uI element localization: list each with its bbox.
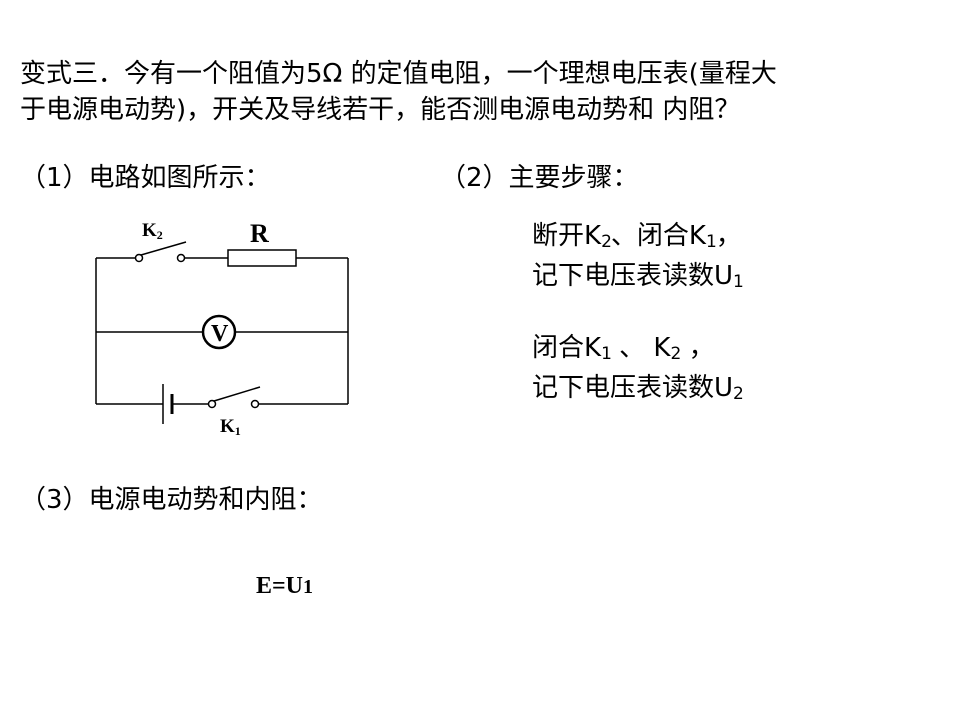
formula: E=U1 bbox=[256, 568, 313, 605]
battery bbox=[162, 384, 174, 424]
resistor-label: R bbox=[250, 219, 269, 248]
voltmeter-label: V bbox=[211, 321, 229, 347]
step1-line-a: 断开K2、闭合K1， bbox=[532, 218, 742, 260]
step2-a-pre: 闭合K bbox=[532, 333, 602, 363]
formula-pre: E=U bbox=[256, 573, 304, 599]
step1-a-sub2: 1 bbox=[705, 232, 717, 252]
k2-label: K2 bbox=[142, 220, 163, 242]
switch-k1 bbox=[207, 386, 261, 409]
step2-b-pre: 记下电压表读数U bbox=[532, 373, 734, 403]
resistor bbox=[227, 249, 297, 267]
step1-a-post: ， bbox=[715, 221, 742, 251]
step1-b-sub: 1 bbox=[733, 272, 744, 292]
part3-label: （3）电源电动势和内阻： bbox=[20, 485, 323, 515]
step2-line-a: 闭合K1 、 K2 ， bbox=[532, 330, 715, 372]
step2-a-sub: 1 bbox=[601, 344, 612, 364]
step1-a-mid: 、闭合K bbox=[610, 221, 706, 251]
k1-label: K1 bbox=[220, 416, 241, 438]
step1-line-b: 记下电压表读数U1 bbox=[532, 258, 744, 300]
step1-a-pre: 断开K bbox=[532, 221, 602, 251]
step2-line-b: 记下电压表读数U2 bbox=[532, 370, 744, 412]
step2-a-post: ， bbox=[680, 333, 715, 363]
step2-b-sub: 2 bbox=[733, 384, 744, 404]
formula-sub: 1 bbox=[303, 576, 313, 598]
voltmeter-circle bbox=[201, 314, 237, 350]
switch-k2 bbox=[134, 241, 187, 263]
problem-line-2: 于电源电动势)，开关及导线若干，能否测电源电动势和 内阻？ bbox=[20, 95, 741, 125]
step1-a-sub: 2 bbox=[601, 232, 612, 252]
part2-label: （2）主要步骤： bbox=[440, 163, 639, 193]
step2-a-sub2: 2 bbox=[670, 344, 681, 364]
step1-b-pre: 记下电压表读数U bbox=[532, 261, 734, 291]
problem-line-1: 变式三．今有一个阻值为5Ω 的定值电阻，一个理想电压表(量程大 bbox=[20, 59, 777, 89]
part1-label: （1）电路如图所示： bbox=[20, 163, 271, 193]
step2-a-mid: 、 K bbox=[610, 333, 671, 363]
